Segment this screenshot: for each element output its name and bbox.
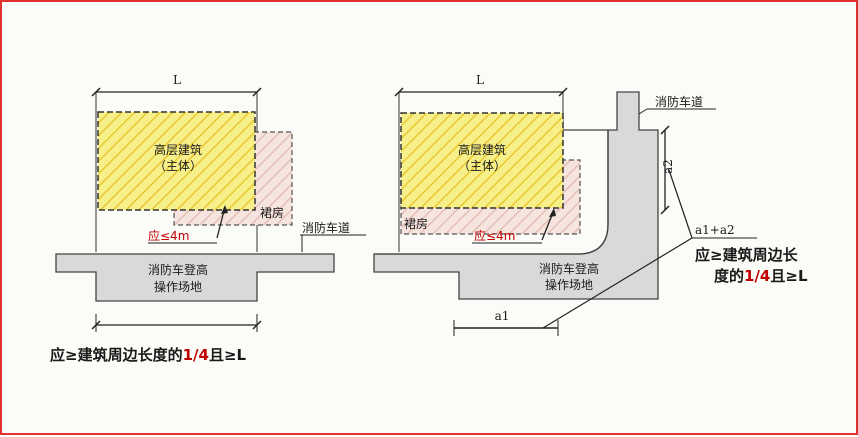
right-building-label: 高层建筑	[458, 142, 506, 157]
right-dim-label-L: L	[476, 73, 484, 87]
right-leader-a2	[668, 169, 693, 239]
left-diagram: L 高层建筑 （主体） 裙房 应≤4m 消防车道 消防车登高 操作场地 应≥建筑…	[50, 73, 366, 364]
right-building-sublabel: （主体）	[458, 159, 506, 173]
right-platform-label: 消防车登高	[539, 261, 599, 276]
left-building-sublabel: （主体）	[154, 159, 202, 173]
left-building-label: 高层建筑	[154, 142, 202, 157]
right-note-line1: 应≥建筑周边长	[695, 246, 799, 264]
right-note-line2: 度的1/4且≥L	[714, 267, 808, 285]
right-dim-label-a2: a2	[661, 159, 675, 174]
left-caption: 应≥建筑周边长度的1/4且≥L	[50, 346, 247, 364]
left-dim-label-L: L	[173, 73, 181, 87]
right-sum-label: a1+a2	[695, 223, 735, 237]
right-distance-label: 应≤4m	[474, 228, 515, 243]
right-diagram: L 高层建筑 （主体） 裙房 应≤4m 消防车道 消防车登高 操作场地 a2	[373, 73, 808, 336]
left-podium-label: 裙房	[260, 205, 284, 220]
left-platform-sublabel: 操作场地	[154, 279, 202, 294]
left-platform-area	[55, 253, 335, 302]
right-podium-label: 裙房	[404, 216, 428, 231]
left-distance-label: 应≤4m	[148, 228, 189, 243]
left-main-building	[97, 111, 256, 211]
right-platform-sublabel: 操作场地	[545, 277, 593, 292]
right-fire-lane-label: 消防车道	[655, 94, 703, 109]
right-dim-label-a1: a1	[495, 309, 510, 323]
left-platform-label: 消防车登高	[148, 262, 208, 277]
right-main-building	[400, 112, 564, 209]
left-fire-lane-label: 消防车道	[302, 220, 350, 235]
right-leader-a1	[542, 237, 693, 329]
